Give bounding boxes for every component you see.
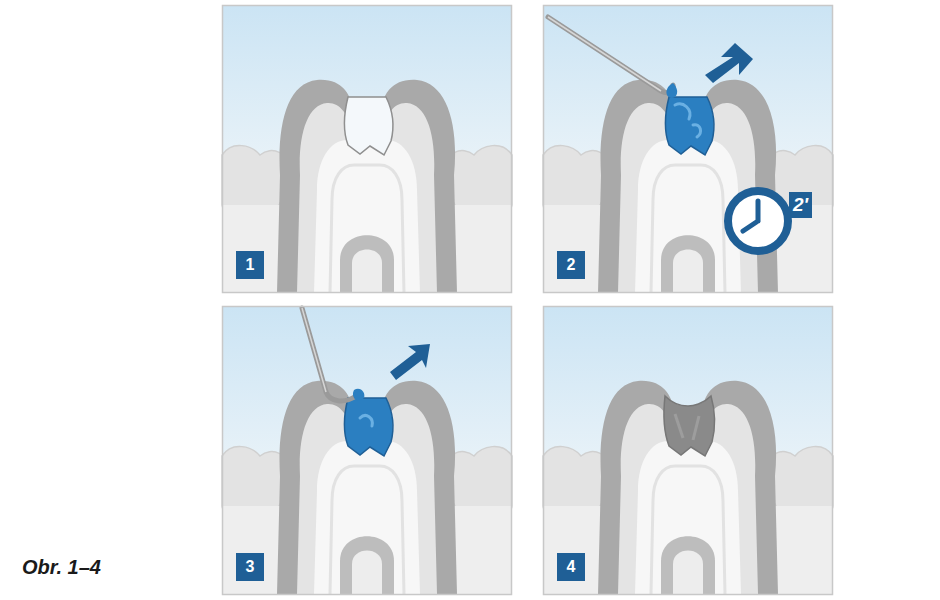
step-number-text: 4 <box>567 559 576 575</box>
step-number: 2 <box>557 251 585 279</box>
time-badge: 2' <box>789 192 812 218</box>
figure-caption: Obr. 1–4 <box>22 556 101 579</box>
step-number-text: 1 <box>246 257 255 273</box>
step-number: 3 <box>236 553 264 581</box>
step-number: 4 <box>557 553 585 581</box>
step-number: 1 <box>236 251 264 279</box>
step-number-text: 3 <box>246 559 255 575</box>
step-number-text: 2 <box>567 257 576 273</box>
